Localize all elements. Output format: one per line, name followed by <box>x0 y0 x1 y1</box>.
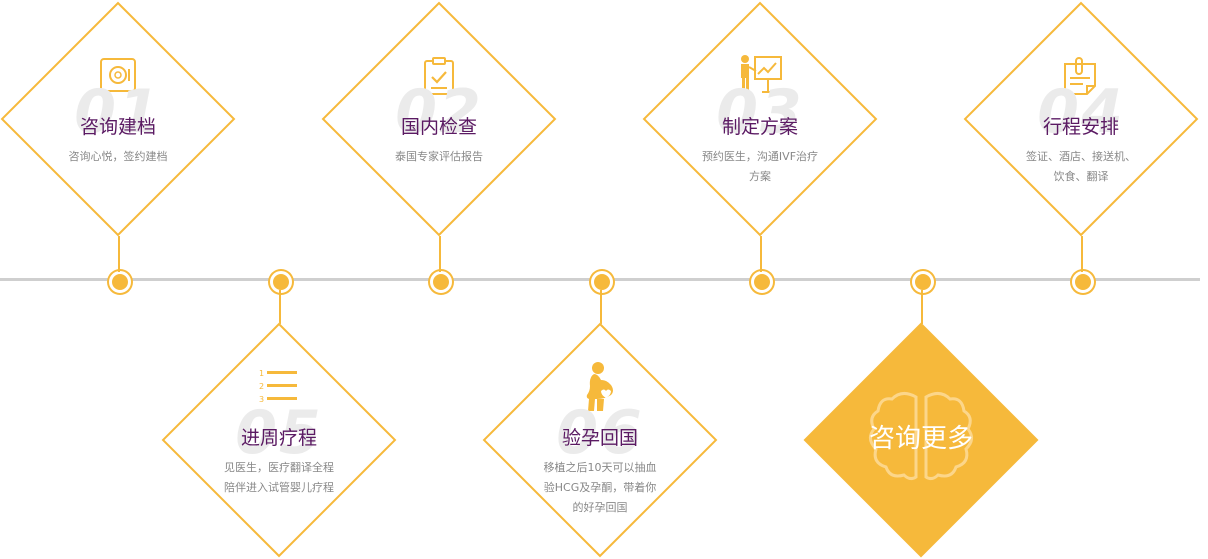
stem-6 <box>600 290 602 324</box>
svg-text:1: 1 <box>259 369 264 378</box>
stem-1 <box>118 236 120 272</box>
step-number: 02 <box>395 77 483 147</box>
timeline-node-2 <box>430 271 452 293</box>
numbered-list-icon: 1 2 3 <box>259 369 297 404</box>
step-desc: 咨询心悦，签约建档 <box>68 150 168 163</box>
more-label: 咨询更多 <box>868 424 973 454</box>
step-desc: 签证、酒店、接送机、饮食、翻译 <box>1026 150 1136 183</box>
timeline-node-4 <box>1072 271 1094 293</box>
stem-2 <box>439 236 441 272</box>
step-title: 咨询建档 <box>79 116 156 138</box>
timeline-node-more <box>912 271 934 293</box>
stem-4 <box>1081 236 1083 272</box>
step-card-3[interactable]: 03 制定方案 预约医生，沟通IVF治疗方案 <box>642 0 878 236</box>
clipboard-check-icon <box>424 57 454 95</box>
svg-text:3: 3 <box>259 395 264 404</box>
step-card-4[interactable]: 04 行程安排 签证、酒店、接送机、饮食、翻译 <box>963 0 1199 236</box>
step-title: 国内检查 <box>400 116 477 138</box>
step-desc: 预约医生，沟通IVF治疗方案 <box>701 150 819 183</box>
step-title: 进周疗程 <box>240 427 317 449</box>
presentation-board-icon <box>741 55 782 93</box>
svg-text:2: 2 <box>259 382 264 391</box>
step-title: 验孕回国 <box>561 427 638 449</box>
notepad-pin-icon <box>1064 57 1096 95</box>
step-number: 06 <box>556 398 644 468</box>
step-number: 03 <box>716 77 804 147</box>
timeline-node-6 <box>591 271 613 293</box>
safe-icon <box>100 58 136 94</box>
pregnant-woman-icon <box>586 362 613 411</box>
step-title: 行程安排 <box>1042 116 1119 138</box>
stem-5 <box>279 290 281 324</box>
step-title: 制定方案 <box>721 116 798 138</box>
step-desc: 见医生，医疗翻译全程陪伴进入试管婴儿疗程 <box>224 461 334 494</box>
step-card-6[interactable]: 06 验孕回国 移植之后10天可以抽血验HCG及孕酮，带着你的好孕回国 <box>482 321 718 557</box>
stem-more <box>921 290 923 324</box>
step-number: 05 <box>235 398 323 468</box>
brain-outline-icon <box>869 392 973 481</box>
timeline-node-5 <box>270 271 292 293</box>
step-card-2[interactable]: 02 国内检查 泰国专家评估报告 <box>321 0 557 236</box>
step-desc: 移植之后10天可以抽血验HCG及孕酮，带着你的好孕回国 <box>543 461 657 514</box>
timeline-node-3 <box>751 271 773 293</box>
step-number: 01 <box>74 77 162 147</box>
step-number: 04 <box>1037 77 1125 147</box>
step-desc: 泰国专家评估报告 <box>395 150 483 163</box>
stem-3 <box>760 236 762 272</box>
step-card-1[interactable]: 01 咨询建档 咨询心悦，签约建档 <box>0 0 236 236</box>
step-card-5[interactable]: 1 2 3 05 进周疗程 见医生，医疗翻译全程陪伴进入试管婴儿疗程 <box>161 321 397 557</box>
timeline-node-1 <box>109 271 131 293</box>
more-card[interactable]: 咨询更多 <box>803 321 1039 557</box>
